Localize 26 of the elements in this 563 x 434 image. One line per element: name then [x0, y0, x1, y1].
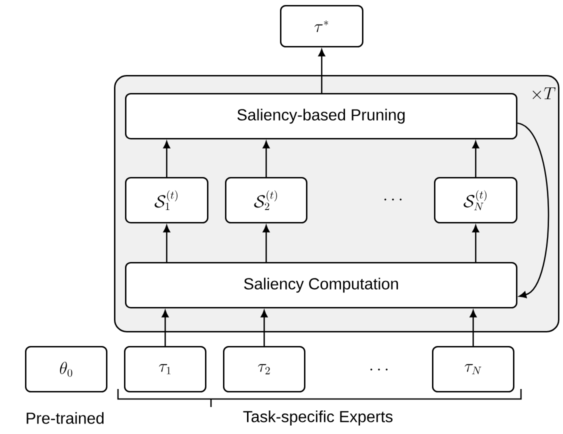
arrow	[162, 310, 169, 346]
symbol-box: $\mathcal{S}_N^{(t)}$	[434, 177, 518, 224]
caption-label: Task-specific Experts	[243, 410, 393, 426]
arrow	[517, 122, 550, 298]
caption-label: Pre-trained	[26, 412, 104, 424]
arrow	[470, 310, 477, 346]
arrow	[262, 225, 270, 262]
arrow	[260, 310, 268, 346]
arrow	[472, 225, 480, 262]
symbol-box: $\tau^*$	[280, 5, 364, 48]
symbol-box: $\tau_2$	[223, 346, 306, 392]
arrow	[163, 141, 170, 177]
symbol-box: $\mathcal{S}_2^{(t)}$	[225, 177, 308, 224]
arrow	[262, 141, 270, 177]
process-box: Saliency-based Pruning	[125, 93, 518, 140]
process-box: Saliency Computation	[125, 262, 518, 308]
ellipsis: $\cdots$	[384, 198, 402, 200]
arrow	[318, 49, 326, 93]
symbol-box: $\theta_0$	[25, 346, 108, 392]
symbol-box: $\tau_1$	[124, 346, 206, 392]
arrow	[472, 141, 480, 177]
symbol-box: $\mathcal{S}_1^{(t)}$	[125, 177, 208, 224]
ellipsis: $\cdots$	[370, 368, 388, 370]
arrow	[163, 225, 170, 262]
repeat-label: $\times T$	[532, 87, 556, 100]
symbol-box: $\tau_N$	[432, 346, 514, 392]
